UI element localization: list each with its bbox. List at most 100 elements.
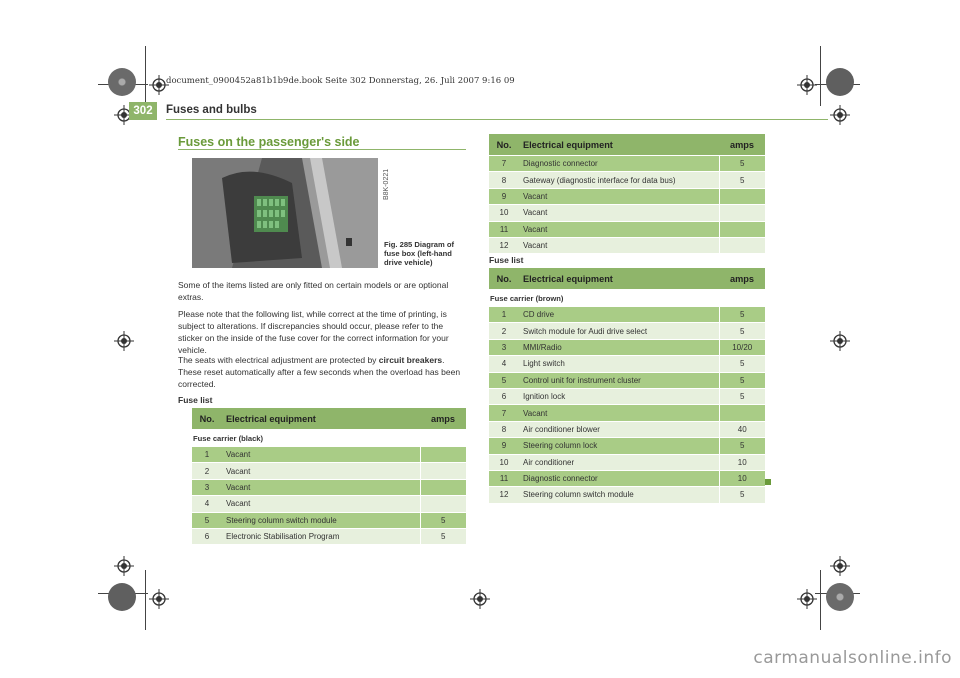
- fuse-no: 5: [192, 511, 222, 529]
- registration-mark-icon: [114, 556, 134, 576]
- fuse-amps: [419, 462, 466, 480]
- carrier-title: Fuse carrier (brown): [489, 289, 765, 307]
- section-title: Fuses on the passenger's side: [178, 135, 360, 149]
- fuse-amps: 5: [718, 387, 765, 405]
- fuse-no: 4: [489, 355, 519, 373]
- fuse-no: 10: [489, 453, 519, 471]
- fuse-equipment: Vacant: [519, 404, 719, 422]
- running-head: Fuses and bulbs: [166, 104, 257, 116]
- fuse-no: 4: [192, 495, 222, 513]
- intro-paragraph-2: Please note that the following list, whi…: [178, 309, 449, 355]
- fuse-equipment: Diagnostic connector: [519, 469, 719, 487]
- registration-mark-icon: [830, 105, 850, 125]
- registration-mark-icon: [830, 331, 850, 351]
- intro-paragraph-3: The seats with electrical adjustment are…: [178, 354, 468, 390]
- fuse-amps: 5: [718, 486, 765, 503]
- fuse-no: 2: [489, 322, 519, 340]
- fuse-no: 9: [489, 437, 519, 455]
- fuse-amps: [718, 220, 765, 238]
- intro-text: The seats with electrical adjustment are…: [178, 355, 379, 365]
- table-header-row: No. Electrical equipment amps: [489, 134, 765, 156]
- fuse-equipment: Air conditioner blower: [519, 420, 719, 438]
- fuse-no: 10: [489, 204, 519, 222]
- fuse-equipment: Vacant: [222, 478, 420, 496]
- fuse-amps: 5: [718, 437, 765, 455]
- fuse-no: 3: [489, 338, 519, 356]
- col-header-no: No.: [489, 268, 519, 290]
- fuse-equipment: Steering column switch module: [222, 511, 420, 529]
- fuse-amps: 5: [718, 171, 765, 189]
- col-header-amps: amps: [719, 268, 765, 290]
- circuit-breakers-term: circuit breakers: [378, 355, 443, 365]
- crop-line: [820, 46, 821, 106]
- print-slug: document_0900452a81b1b9de.book Seite 302…: [166, 76, 515, 86]
- registration-mark-icon: [470, 589, 490, 609]
- intro-paragraph-1: Some of the items listed are only fitted…: [178, 280, 449, 302]
- fuse-equipment: Vacant: [222, 462, 420, 480]
- registration-mark-icon: [149, 75, 169, 95]
- fuse-no: 6: [489, 387, 519, 405]
- fuse-equipment: Steering column lock: [519, 437, 719, 455]
- fuse-amps: [718, 204, 765, 222]
- fuse-no: 12: [489, 486, 519, 503]
- fuse-amps: [718, 404, 765, 422]
- fuse-table-black: No. Electrical equipment amps Fuse carri…: [192, 408, 466, 545]
- fuse-equipment: Electronic Stabilisation Program: [222, 527, 420, 545]
- fuse-no: 12: [489, 236, 519, 254]
- fuse-equipment: Vacant: [222, 445, 420, 463]
- crop-line: [145, 570, 146, 630]
- gray-target-mark-icon: [826, 68, 854, 96]
- fuse-no: 8: [489, 171, 519, 189]
- figure-code: B8K-0221: [383, 168, 390, 200]
- fuse-equipment: Vacant: [222, 495, 420, 513]
- col-header-amps: amps: [719, 134, 765, 156]
- crop-line: [820, 570, 821, 630]
- table-header-row: No. Electrical equipment amps: [192, 408, 466, 430]
- table-header-row: No. Electrical equipment amps: [489, 268, 765, 290]
- fuse-equipment: Gateway (diagnostic interface for data b…: [519, 171, 719, 189]
- fuse-equipment: Diagnostic connector: [519, 154, 719, 172]
- fuse-amps: 5: [419, 511, 466, 529]
- end-of-section-marker: [765, 479, 771, 485]
- fuse-equipment: Vacant: [519, 204, 719, 222]
- registration-mark-icon: [797, 75, 817, 95]
- fuse-equipment: Control unit for instrument cluster: [519, 371, 719, 389]
- registration-mark-icon: [149, 589, 169, 609]
- fuse-amps: 5: [419, 527, 466, 545]
- registration-mark-icon: [114, 331, 134, 351]
- fuse-equipment: Ignition lock: [519, 387, 719, 405]
- fuse-amps: [419, 495, 466, 513]
- fuse-no: 8: [489, 420, 519, 438]
- fuse-amps: [718, 236, 765, 254]
- fuse-equipment: Vacant: [519, 236, 719, 254]
- fuse-box-photo: [192, 158, 378, 268]
- fuse-amps: 5: [718, 371, 765, 389]
- fuse-equipment: Vacant: [519, 220, 719, 238]
- star-target-mark-icon: [108, 68, 136, 96]
- fuse-equipment: Vacant: [519, 187, 719, 205]
- fuse-equipment: Steering column switch module: [519, 486, 719, 503]
- fuse-no: 7: [489, 154, 519, 172]
- intro-text: . These reset automatically after a few …: [178, 355, 461, 389]
- fuse-amps: [419, 445, 466, 463]
- fuse-no: 11: [489, 220, 519, 238]
- fuse-amps: 10/20: [718, 338, 765, 356]
- registration-mark-icon: [830, 556, 850, 576]
